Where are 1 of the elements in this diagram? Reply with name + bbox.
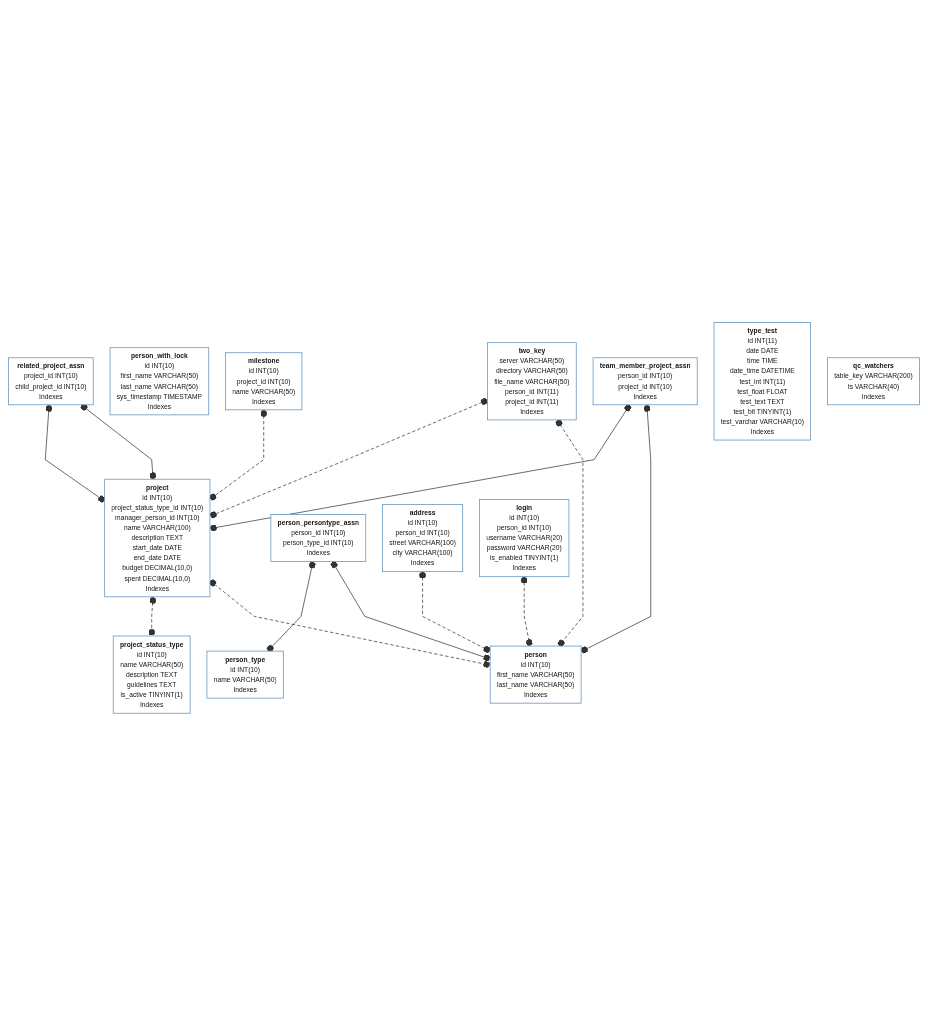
relationship-line bbox=[148, 596, 157, 636]
